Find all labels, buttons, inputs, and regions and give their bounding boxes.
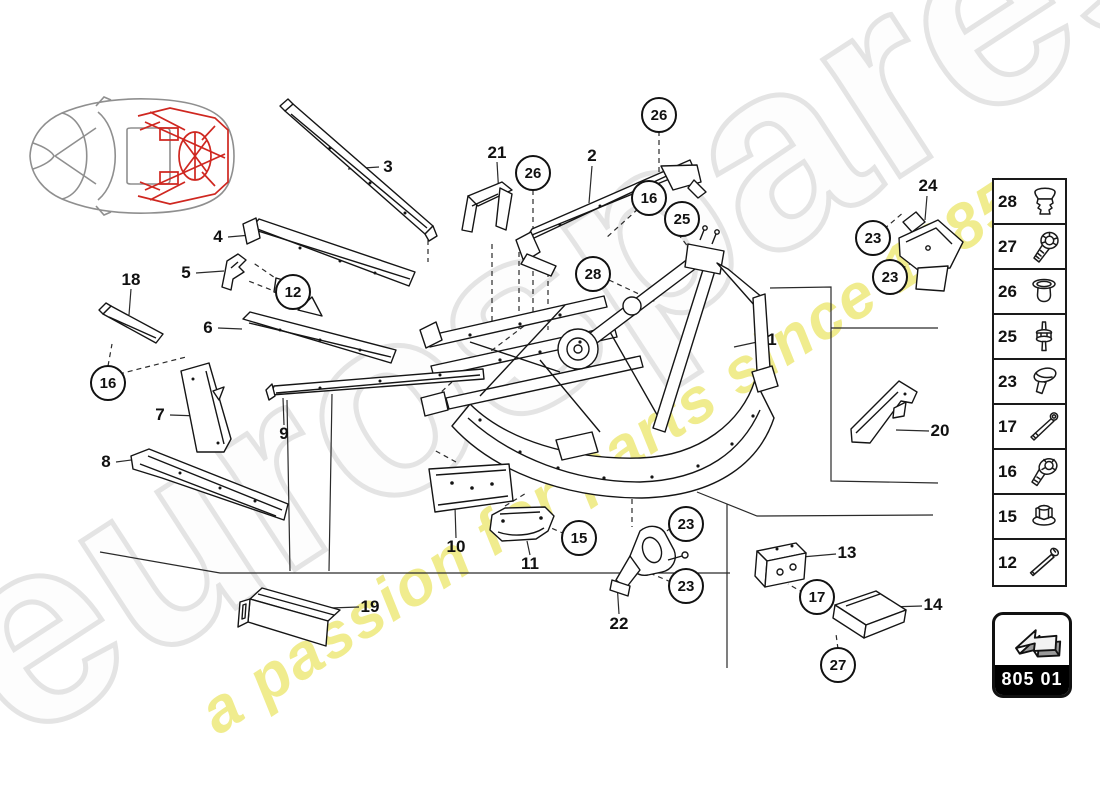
part-shape-7 xyxy=(180,362,232,453)
legend-number: 16 xyxy=(998,461,1017,481)
part-label-21: 21 xyxy=(487,143,507,162)
callout-16[interactable]: 16 xyxy=(90,365,126,401)
callout-17[interactable]: 17 xyxy=(799,579,835,615)
part-label-1: 1 xyxy=(767,330,777,349)
part-label-19: 19 xyxy=(360,597,380,616)
callout-23[interactable]: 23 xyxy=(855,220,891,256)
legend-row-26[interactable]: 26 xyxy=(994,270,1065,315)
legend-number: 15 xyxy=(998,506,1017,526)
long-bolt-icon xyxy=(1022,409,1065,445)
legend-row-12[interactable]: 12 xyxy=(994,540,1065,585)
part-shape-8 xyxy=(130,448,289,521)
part-label-2: 2 xyxy=(587,146,597,165)
part-shape-6 xyxy=(242,296,397,364)
callout-23[interactable]: 23 xyxy=(668,568,704,604)
part-label-11: 11 xyxy=(521,554,539,573)
part-shape-3 xyxy=(279,98,438,242)
flange-screw-icon xyxy=(1022,454,1065,490)
part-label-3: 3 xyxy=(383,157,393,176)
group-lines xyxy=(99,286,939,668)
legend-number: 28 xyxy=(998,191,1017,211)
part-shape-19 xyxy=(237,587,341,647)
callout-27[interactable]: 27 xyxy=(820,647,856,683)
long-screw-icon xyxy=(1022,545,1065,581)
part-label-10: 10 xyxy=(446,537,466,556)
legend-number: 26 xyxy=(998,281,1017,301)
part-label-24: 24 xyxy=(918,176,938,195)
callout-26[interactable]: 26 xyxy=(641,97,677,133)
callout-15[interactable]: 15 xyxy=(561,520,597,556)
diagram-code-label: 805 01 xyxy=(995,665,1069,695)
callout-25[interactable]: 25 xyxy=(664,201,700,237)
legend-row-27[interactable]: 27 xyxy=(994,225,1065,270)
legend-number: 23 xyxy=(998,371,1017,391)
fastener-legend: 28 27 26 25 23 17 16 15 12 xyxy=(992,178,1067,587)
callout-16[interactable]: 16 xyxy=(631,180,667,216)
part-label-4: 4 xyxy=(213,227,223,246)
callout-23[interactable]: 23 xyxy=(668,506,704,542)
part-label-9: 9 xyxy=(279,424,289,443)
part-shape-9 xyxy=(265,368,485,401)
part-label-20: 20 xyxy=(930,421,950,440)
part-shape-18 xyxy=(98,302,164,344)
part-shape-11 xyxy=(489,506,555,542)
part-label-22: 22 xyxy=(609,614,629,633)
clip-rivet-icon xyxy=(1022,184,1065,220)
flange-nut-icon xyxy=(1022,499,1065,535)
diagram-nav-box[interactable]: 805 01 xyxy=(992,612,1072,698)
part-shape-2 xyxy=(515,159,707,277)
callout-26[interactable]: 26 xyxy=(515,155,551,191)
back-arrow-icon xyxy=(1015,629,1062,658)
legend-row-17[interactable]: 17 xyxy=(994,405,1065,450)
part-shape-21 xyxy=(461,181,513,233)
car-top-view-inset xyxy=(29,96,235,216)
legend-number: 17 xyxy=(998,416,1017,436)
push-pin-icon xyxy=(1022,364,1065,400)
part-label-8: 8 xyxy=(101,452,111,471)
car-inset-highlighted-frame xyxy=(137,107,229,205)
part-shape-22 xyxy=(609,525,689,597)
part-shape-20 xyxy=(850,380,918,444)
legend-row-28[interactable]: 28 xyxy=(994,180,1065,225)
torx-screw-icon xyxy=(1022,229,1065,265)
part-shape-10 xyxy=(428,463,514,513)
part-label-18: 18 xyxy=(121,270,141,289)
legend-number: 12 xyxy=(998,552,1017,572)
part-shape-chassis xyxy=(419,225,779,499)
legend-row-16[interactable]: 16 xyxy=(994,450,1065,495)
part-label-14: 14 xyxy=(923,595,943,614)
part-label-5: 5 xyxy=(181,263,191,282)
legend-row-15[interactable]: 15 xyxy=(994,495,1065,540)
part-label-6: 6 xyxy=(203,318,213,337)
stud-washer-icon xyxy=(1022,319,1065,355)
legend-number: 25 xyxy=(998,326,1017,346)
part-label-13: 13 xyxy=(837,543,857,562)
callout-23[interactable]: 23 xyxy=(872,259,908,295)
part-shape-14 xyxy=(832,590,907,639)
part-shape-5 xyxy=(221,253,247,291)
plug-icon xyxy=(1022,274,1065,310)
part-label-7: 7 xyxy=(155,405,165,424)
legend-row-25[interactable]: 25 xyxy=(994,315,1065,360)
callout-12[interactable]: 12 xyxy=(275,274,311,310)
legend-number: 27 xyxy=(998,236,1017,256)
part-shape-13 xyxy=(754,542,807,588)
part-shapes xyxy=(98,98,964,647)
legend-row-23[interactable]: 23 xyxy=(994,360,1065,405)
part-shape-24 xyxy=(898,211,964,292)
callout-28[interactable]: 28 xyxy=(575,256,611,292)
